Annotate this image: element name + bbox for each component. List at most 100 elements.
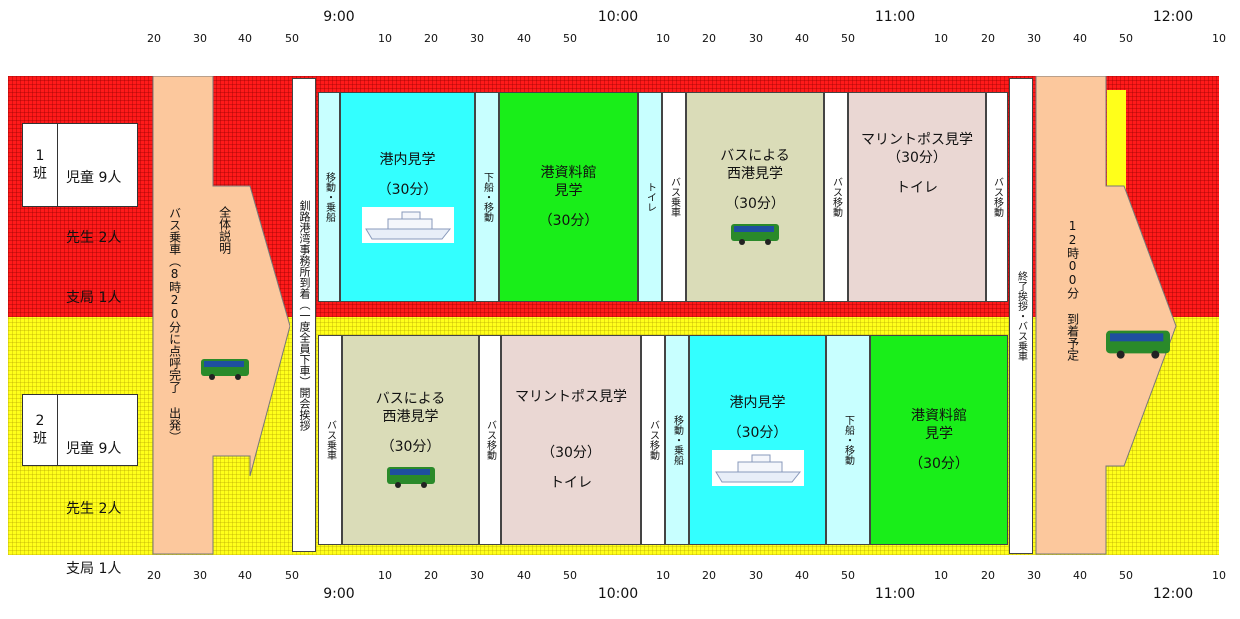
group2-bureau: 支局 1人 [66,561,122,577]
minute-label: 30 [193,32,207,45]
r2-harbor-tour-title: 港内見学 [729,394,786,411]
minute-label: 50 [563,569,577,582]
minute-label: 50 [1119,32,1133,45]
minute-label: 20 [147,32,161,45]
minute-label: 50 [285,569,299,582]
hour-label: 11:00 [874,586,916,602]
r2-marine-topos: マリントポス見学 （30分） トイレ [501,335,641,545]
minute-label: 30 [470,32,484,45]
r1-harbor-tour-duration: （30分） [377,182,438,198]
minute-label: 10 [378,32,392,45]
r1-marine-toilet: トイレ [896,180,938,197]
minute-label: 20 [702,569,716,582]
bus-boarding-text: バス乗車（8時20分に点呼完了 出発） [167,207,182,443]
r2-bus-ride: バス乗車 [318,335,342,545]
group1-legend: 1 班 児童 9人 先生 2人 支局 1人 [22,123,138,306]
minute-label: 50 [285,32,299,45]
group2-legend: 2 班 児童 9人 先生 2人 支局 1人 [22,394,138,577]
r1-bus-move2: バス移動 [986,92,1008,302]
minute-label: 40 [238,569,252,582]
minute-label: 10 [656,32,670,45]
minute-label: 20 [424,569,438,582]
group1-bureau: 支局 1人 [66,290,122,306]
minute-label: 40 [795,569,809,582]
hour-label: 12:00 [1152,9,1194,25]
minute-label: 40 [1073,569,1087,582]
minute-label: 30 [749,32,763,45]
r1-marine-topos: マリントポス見学 （30分） トイレ [848,92,986,302]
bus-icon [731,224,779,246]
minute-label: 20 [147,569,161,582]
bus-boarding-arrow [152,76,290,555]
hour-label: 12:00 [1152,586,1194,602]
r2-museum: 港資料館 見学 （30分） [870,335,1008,545]
group1-teachers: 先生 2人 [66,230,122,246]
r2-harbor-tour: 港内見学 （30分） [689,335,826,545]
r1-toilet: トイレ [638,92,662,302]
overview-text: 全体説明 [217,206,232,254]
minute-label: 10 [934,569,948,582]
minute-label: 40 [517,569,531,582]
arrival-arrow [1035,76,1177,555]
r2-west-port-duration: （30分） [380,439,441,456]
r2-west-port: バスによる 西港見学 （30分） [342,335,479,545]
r1-move-board: 移動・乗船 [318,92,340,302]
r2-bus-move: バス移動 [479,335,501,545]
minute-label: 40 [795,32,809,45]
r2-west-port-title: バスによる 西港見学 [375,390,446,425]
r1-west-port: バスによる 西港見学 （30分） [686,92,824,302]
minute-label: 50 [563,32,577,45]
bus-icon [386,467,435,489]
hour-label: 10:00 [597,586,639,602]
ship-icon [711,450,804,487]
minute-label: 50 [841,569,855,582]
minute-label: 20 [702,32,716,45]
group2-number: 2 班 [23,395,58,465]
group1-children: 児童 9人 [66,170,122,186]
hour-label: 9:00 [323,586,355,602]
r1-west-port-title: バスによる 西港見学 [720,147,790,182]
minute-label: 40 [238,32,252,45]
minute-label: 30 [470,569,484,582]
r2-move-board: 移動・乗船 [665,335,689,545]
r1-bus-ride: バス乗車 [662,92,686,302]
r1-marine-topos-title: マリントポス見学 （30分） [861,132,973,167]
minute-label: 30 [1027,569,1041,582]
group2-children: 児童 9人 [66,441,122,457]
group1-number: 1 班 [23,124,58,206]
bus-icon [201,359,249,380]
ship-icon [361,207,454,244]
minute-label: 30 [1027,32,1041,45]
r2-bus-move2: バス移動 [641,335,665,545]
r1-disembark: 下船・移動 [475,92,499,302]
minute-label: 30 [193,569,207,582]
minute-label: 20 [981,569,995,582]
r2-marine-topos-title: マリントポス見学 [515,388,627,405]
hour-label: 9:00 [323,9,355,25]
r2-disembark: 下船・移動 [826,335,870,545]
closing-box: 終了挨拶・バス乗車 [1009,78,1033,554]
r1-harbor-tour: 港内見学 （30分） [340,92,475,302]
arrival-end-text: 12時00分 到着予定 [1065,219,1080,361]
r1-harbor-tour-title: 港内見学 [379,151,436,168]
minute-label: 20 [424,32,438,45]
r2-marine-duration: （30分） [541,444,601,461]
minute-label: 50 [1119,569,1133,582]
r2-museum-duration: （30分） [909,456,969,473]
minute-label: 10 [1212,569,1226,582]
r1-museum-duration: （30分） [538,213,599,230]
group2-teachers: 先生 2人 [66,501,122,517]
r2-harbor-tour-duration: （30分） [727,425,788,441]
r1-bus-move: バス移動 [824,92,848,302]
minute-label: 40 [1073,32,1087,45]
bus-icon [1106,330,1170,359]
hour-label: 11:00 [874,9,916,25]
r1-museum: 港資料館 見学 （30分） [499,92,638,302]
minute-label: 50 [841,32,855,45]
arrival-box: 釧路港湾事務所到着（一度全員下車）開会挨拶 [292,78,316,552]
r2-museum-title: 港資料館 見学 [911,407,967,442]
r2-marine-toilet: トイレ [550,475,592,492]
minute-label: 10 [656,569,670,582]
r1-west-port-duration: （30分） [725,196,785,213]
minute-label: 30 [749,569,763,582]
